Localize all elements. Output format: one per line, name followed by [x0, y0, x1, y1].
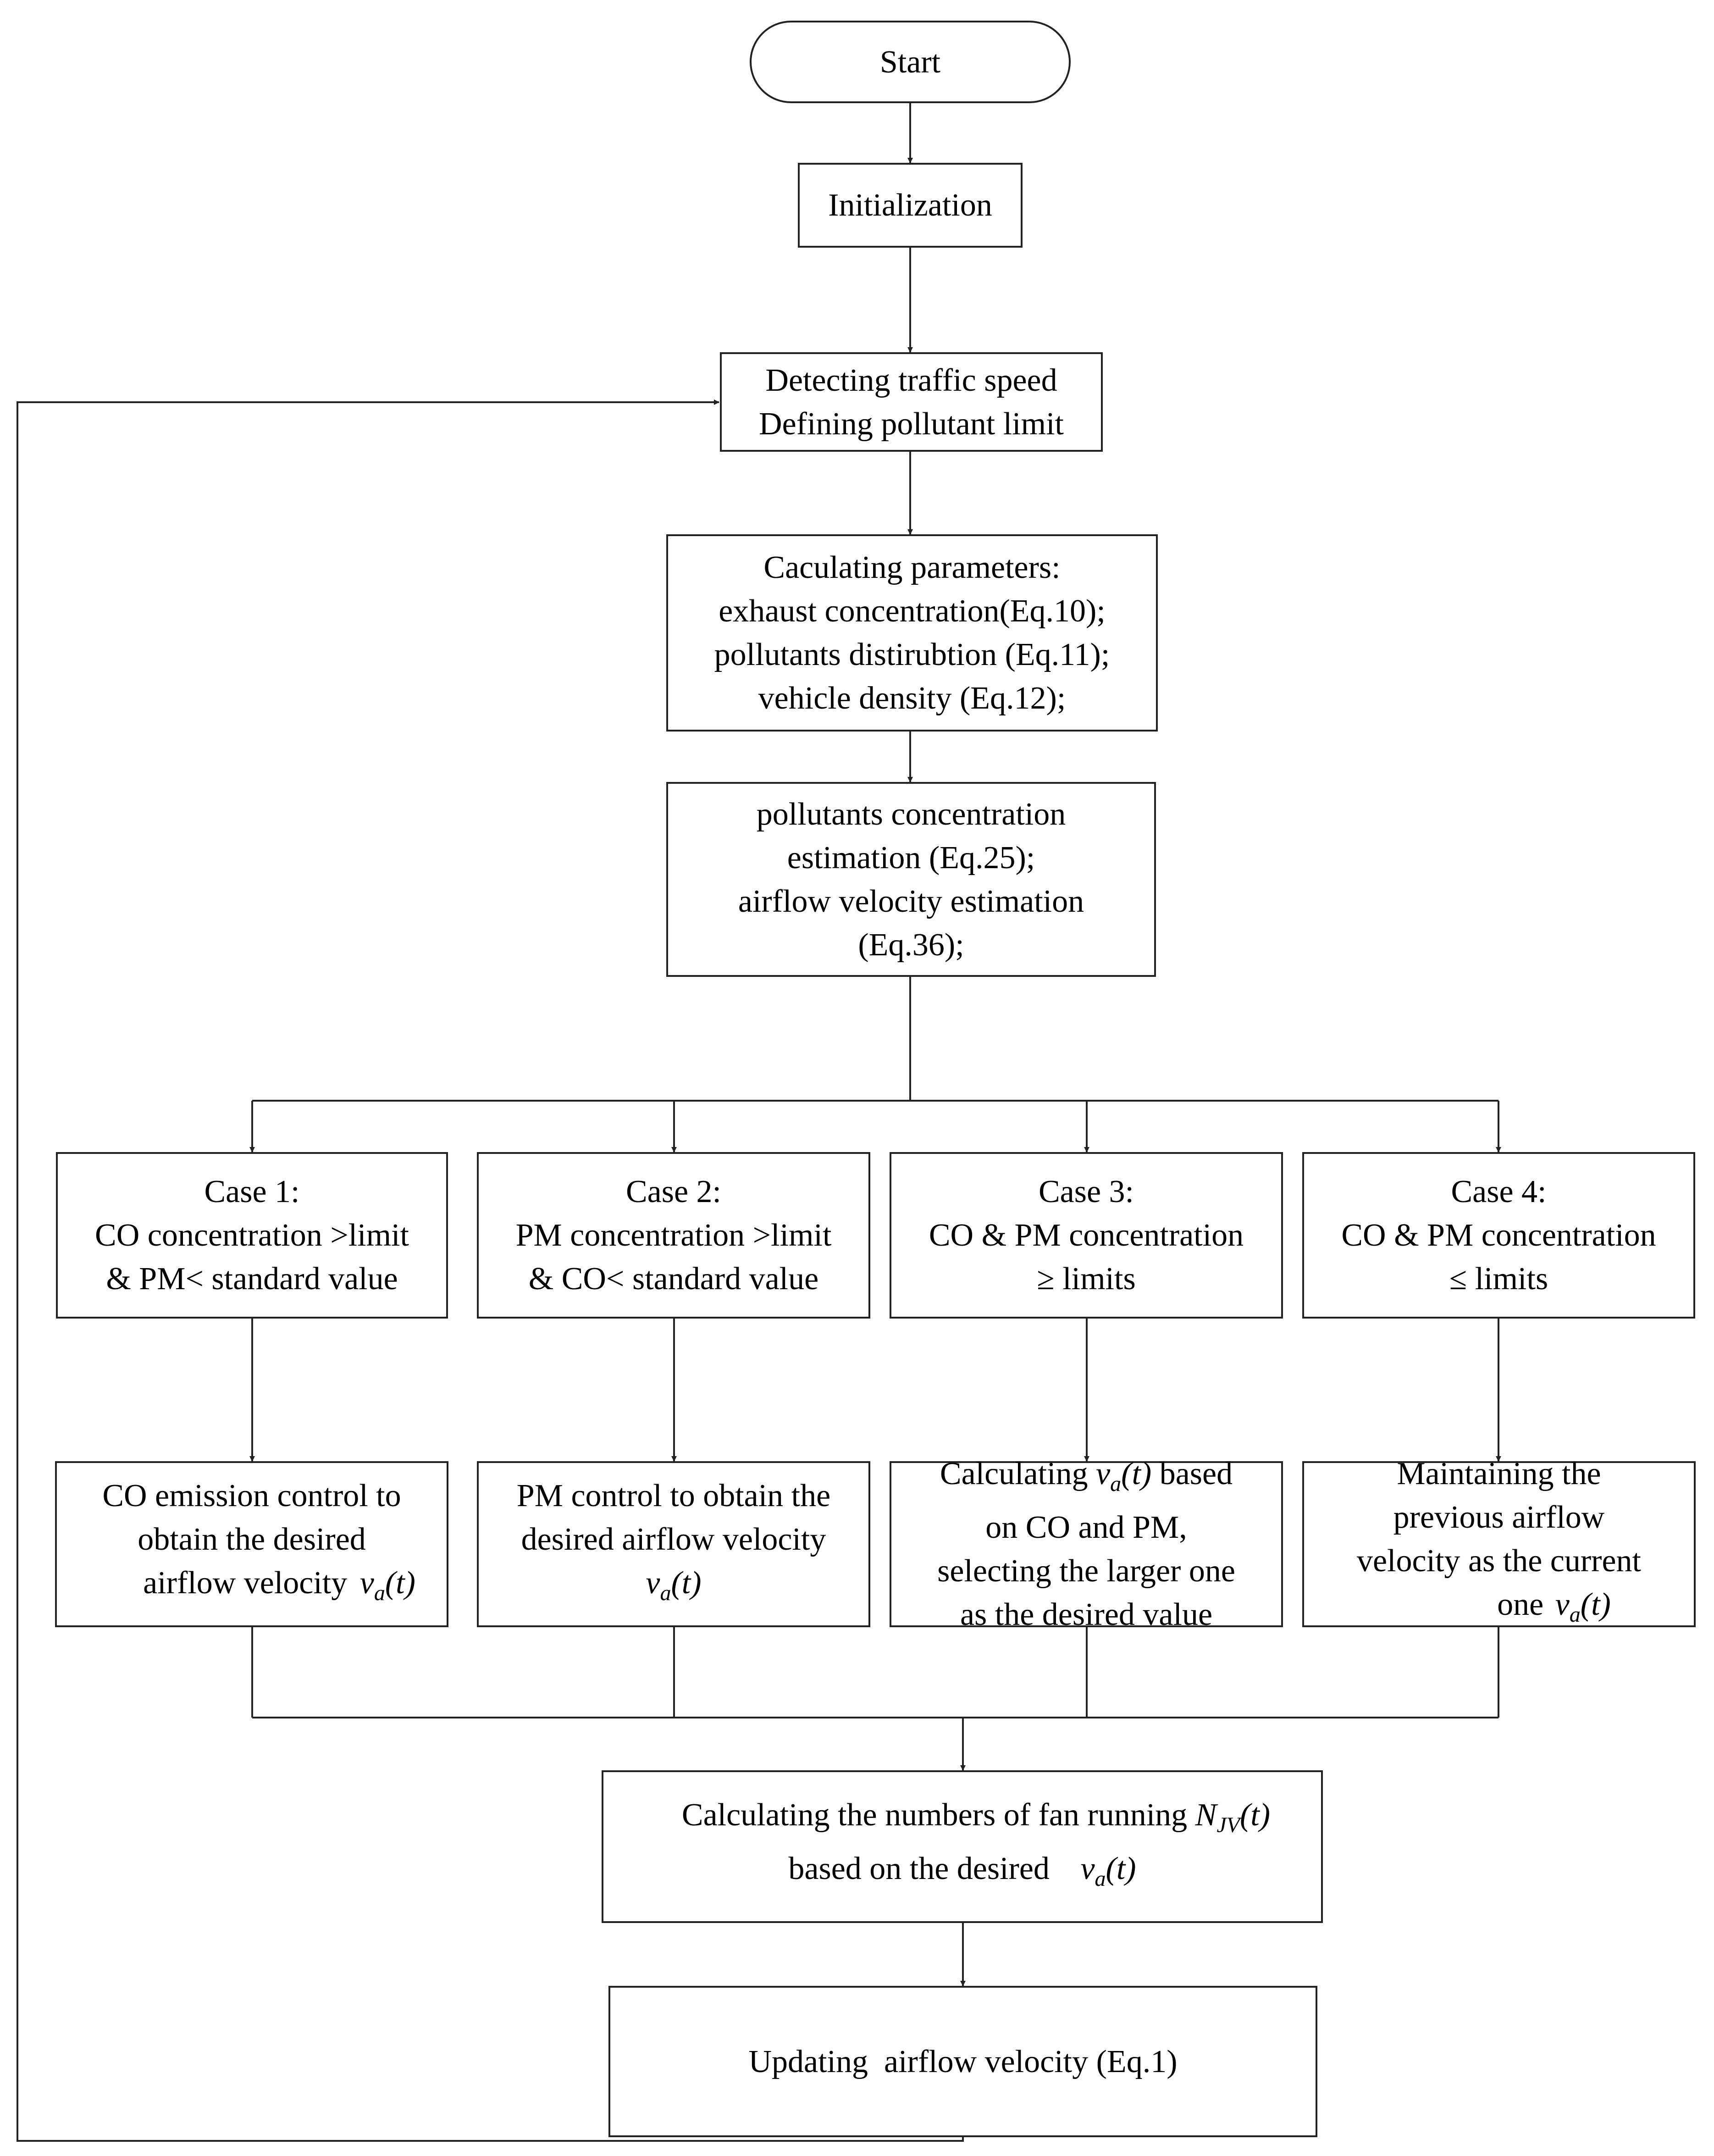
action3-box: Calculating va(t) based on CO and PM, se… — [890, 1456, 1283, 1632]
case2-line-1: Case 2: — [625, 1174, 722, 1209]
detect-line-1: Detecting traffic speed — [765, 362, 1057, 398]
case3-line-1: Case 3: — [1038, 1174, 1134, 1209]
estimate-line-4: (Eq.36); — [858, 927, 964, 963]
act4-line-2: previous airflow — [1393, 1500, 1605, 1535]
act1-line-3: airflow velocity va(t) — [143, 1565, 415, 1605]
act4-line-4: one va(t) — [1497, 1587, 1611, 1627]
act2-line-1: PM control to obtain the — [516, 1478, 831, 1513]
initialization-label: Initialization — [828, 188, 992, 223]
va-t-symbol: va(t) — [1096, 1456, 1152, 1496]
njv-t-symbol: NJV(t) — [1195, 1797, 1271, 1837]
case2-line-2: PM concentration >limit — [515, 1218, 832, 1253]
calc-parameters-box: Caculating parameters: exhaust concentra… — [666, 534, 1158, 732]
case2-line-3: & CO< standard value — [528, 1261, 819, 1297]
update-box: Updating airflow velocity (Eq.1) — [608, 1986, 1317, 2137]
initialization-box: Initialization — [798, 163, 1023, 248]
case1-line-1: Case 1: — [204, 1174, 300, 1209]
calc-line-4: vehicle density (Eq.12); — [758, 681, 1066, 716]
case3-line-3: ≥ limits — [1037, 1261, 1136, 1297]
case4-line-3: ≤ limits — [1449, 1261, 1548, 1297]
act4-line-1: Maintaining the — [1397, 1456, 1601, 1491]
fans-line-2: based on the desired va(t) — [788, 1851, 1136, 1891]
action2-box: PM control to obtain the desired airflow… — [477, 1461, 870, 1627]
calc-line-1: Caculating parameters: — [763, 550, 1061, 585]
case2-box: Case 2: PM concentration >limit & CO< st… — [477, 1152, 870, 1319]
case1-line-3: & PM< standard value — [106, 1261, 398, 1297]
case4-line-2: CO & PM concentration — [1341, 1218, 1656, 1253]
fan-calculation-box: Calculating the numbers of fan running N… — [602, 1770, 1323, 1923]
act2-line-2: desired airflow velocity — [521, 1521, 826, 1557]
case1-line-2: CO concentration >limit — [95, 1218, 409, 1253]
act3-line-1: Calculating va(t) based — [940, 1456, 1233, 1496]
case1-box: Case 1: CO concentration >limit & PM< st… — [56, 1152, 448, 1319]
case3-box: Case 3: CO & PM concentration ≥ limits — [890, 1152, 1283, 1319]
case4-line-1: Case 4: — [1451, 1174, 1547, 1209]
estimate-line-1: pollutants concentration — [756, 796, 1066, 832]
act1-line-2: obtain the desired — [138, 1521, 366, 1557]
action1-box: CO emission control to obtain the desire… — [55, 1461, 448, 1627]
detect-box: Detecting traffic speed Defining polluta… — [720, 352, 1103, 452]
start-terminal: Start — [750, 21, 1071, 103]
fans-line-1: Calculating the numbers of fan running N… — [681, 1797, 1271, 1837]
calc-line-2: exhaust concentration(Eq.10); — [719, 593, 1106, 629]
case4-box: Case 4: CO & PM concentration ≤ limits — [1302, 1152, 1695, 1319]
estimate-line-2: estimation (Eq.25); — [787, 840, 1035, 876]
case3-line-2: CO & PM concentration — [929, 1218, 1244, 1253]
act3-line-4: as the desired value — [960, 1597, 1213, 1632]
calc-line-3: pollutants distirubtion (Eq.11); — [714, 637, 1110, 672]
act1-line-1: CO emission control to — [102, 1478, 401, 1513]
estimate-line-3: airflow velocity estimation — [738, 883, 1084, 919]
update-label: Updating airflow velocity (Eq.1) — [748, 2044, 1178, 2079]
act3-line-3: selecting the larger one — [937, 1553, 1235, 1589]
va-t-symbol: va(t) — [359, 1565, 415, 1605]
detect-line-2: Defining pollutant limit — [759, 406, 1064, 442]
va-t-symbol: va(t) — [1555, 1587, 1611, 1627]
act3-line-2: on CO and PM, — [985, 1510, 1187, 1545]
act4-line-3: velocity as the current — [1356, 1543, 1642, 1579]
action4-box: Maintaining the previous airflow velocit… — [1302, 1456, 1696, 1627]
feedback-loop — [17, 399, 964, 2142]
va-t-symbol: va(t) — [646, 1565, 702, 1605]
estimation-box: pollutants concentration estimation (Eq.… — [666, 782, 1156, 977]
va-t-symbol: va(t) — [1080, 1851, 1136, 1891]
start-label: Start — [879, 44, 941, 80]
